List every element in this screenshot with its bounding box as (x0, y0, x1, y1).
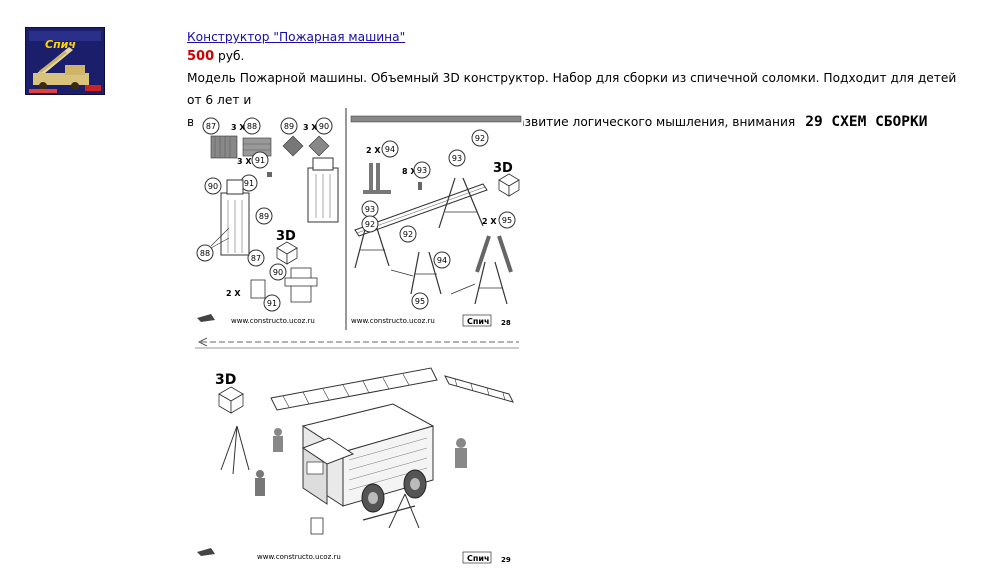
part-label: 87 (251, 254, 261, 263)
page-number: 29 (501, 556, 511, 564)
instruction-page-29: 3D (197, 367, 514, 564)
part-label: 92 (365, 220, 375, 229)
part-label: 94 (385, 145, 395, 154)
part-label: 95 (502, 216, 512, 225)
part-qty: 3 X (303, 123, 318, 132)
website-text: www.constructo.ucoz.ru (351, 317, 435, 325)
badge-3d: 3D (215, 372, 236, 388)
part-qty: 2 X (482, 217, 497, 226)
part-label: 93 (452, 154, 462, 163)
website-text: www.constructo.ucoz.ru (257, 553, 341, 561)
part-label: 91 (244, 179, 254, 188)
part-label: 89 (259, 212, 269, 221)
part-label: 92 (403, 230, 413, 239)
part-label: 89 (284, 122, 294, 131)
part-label: 95 (415, 297, 425, 306)
assembly-instructions-image[interactable]: 87 3 X 88 89 3 X 90 3 X 91 90 91 89 (193, 108, 523, 570)
part-label: 88 (247, 122, 257, 131)
product-box-image[interactable]: Спич (25, 27, 105, 95)
badge-3d: 3D (493, 161, 513, 176)
part-label: 91 (255, 156, 265, 165)
part-label: 92 (475, 134, 485, 143)
price-unit: руб. (218, 49, 245, 63)
price-value: 500 (187, 49, 215, 64)
part-label: 94 (437, 256, 447, 265)
instruction-page-28: 92 2 X 94 8 X 93 93 3D 93 92 (350, 115, 522, 327)
part-label: 90 (273, 268, 283, 277)
part-label: 87 (206, 122, 216, 131)
part-label: 93 (365, 205, 375, 214)
part-label: 90 (319, 122, 329, 131)
part-label: 91 (267, 299, 277, 308)
part-label: 90 (208, 182, 218, 191)
description-line-1: Модель Пожарной машины. Объемный 3D конс… (187, 71, 957, 107)
part-qty: 3 X (237, 157, 252, 166)
schemes-count-label: 29 СХЕМ СБОРКИ (805, 114, 928, 130)
brand-logo: Спич (467, 317, 490, 326)
price-line: 500 руб. (187, 49, 967, 64)
website-text: www.constructo.ucoz.ru (231, 317, 315, 325)
part-qty: 2 X (366, 146, 381, 155)
badge-3d: 3D (276, 229, 296, 244)
part-qty: 8 X (402, 167, 417, 176)
product-title-link[interactable]: Конструктор "Пожарная машина" (187, 30, 406, 44)
brand-logo: Спич (467, 554, 490, 563)
part-label: 93 (417, 166, 427, 175)
part-qty: 2 X (226, 289, 241, 298)
part-qty: 3 X (231, 123, 246, 132)
page-number: 28 (501, 319, 511, 327)
part-label: 88 (200, 249, 210, 258)
instruction-page-27: 87 3 X 88 89 3 X 90 3 X 91 90 91 89 (196, 117, 339, 325)
